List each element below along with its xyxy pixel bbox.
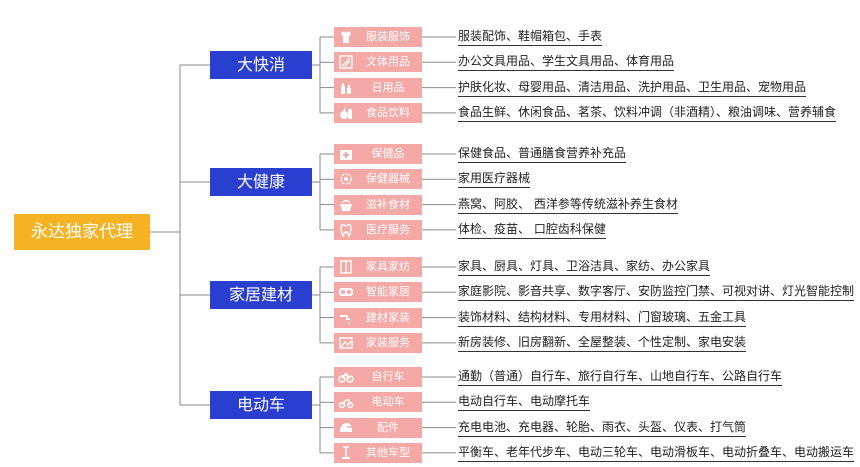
subcategory-node: 日用品 [334, 77, 422, 98]
apple-drink-icon [340, 107, 352, 119]
bottles-icon [341, 82, 351, 94]
subcategory-node: 自行车 [334, 367, 422, 387]
subcategory-description: 护肤化妆、母婴用品、清洁用品、洗护用品、卫生用品、宠物用品 [458, 79, 807, 97]
stationery-icon [339, 55, 353, 69]
vr-icon [339, 288, 353, 297]
subcategory-node: 其他车型 [334, 442, 422, 463]
subcategory-description: 燕窝、阿胶、 西洋参等传统滋补养生食材 [458, 196, 678, 214]
subcategory-node: 配件 [334, 417, 422, 438]
picture-icon [339, 337, 353, 349]
pot-icon [340, 199, 352, 211]
subcategory-label: 日用品 [371, 80, 405, 94]
subcategory-label: 配件 [377, 420, 399, 434]
subcategory-node: 食品饮料 [334, 102, 422, 123]
helmet-icon [340, 422, 352, 432]
tooth-icon [340, 223, 352, 238]
category-node: 大快消 [210, 51, 312, 79]
subcategory-description: 家用医疗器械 [458, 170, 531, 189]
scooter-icon [342, 446, 350, 459]
subcategory-description: 新房装修、旧房翻新、全屋整装、个性定制、家电安装 [458, 334, 747, 352]
subcategory-node: 建材家装 [334, 307, 422, 328]
ebike-icon [338, 399, 354, 409]
wardrobe-icon [340, 260, 352, 274]
subcategory-label: 建材家装 [366, 310, 410, 324]
subcategory-node: 医疗服务 [334, 219, 422, 240]
subcategory-description: 办公文具用品、学生文具用品、体育用品 [458, 53, 675, 72]
faucet-icon [340, 314, 350, 324]
subcategory-node: 服装服饰 [334, 27, 422, 47]
subcategory-node: 保健器械 [334, 169, 422, 190]
subcategory-label: 滋补食材 [366, 197, 410, 211]
subcategory-description: 体检、疫苗、 口腔齿科保健 [458, 221, 606, 239]
subcategory-node: 文体用品 [334, 52, 422, 73]
category-node: 家居建材 [210, 281, 312, 309]
subcategory-label: 智能家居 [366, 285, 410, 299]
subcategory-label: 自行车 [371, 370, 405, 383]
subcategory-label: 食品饮料 [366, 105, 410, 119]
subcategory-node: 保健品 [334, 144, 422, 164]
subcategory-description: 装饰材料、结构材料、专用材料、门窗玻璃、五金工具 [458, 309, 747, 327]
subcategory-description: 充电电池、充电器、轮胎、雨衣、头盔、仪表、打气筒 [458, 419, 747, 437]
subcategory-label: 电动车 [371, 395, 405, 409]
subcategory-label: 服装服饰 [366, 30, 410, 43]
shirt-icon [341, 31, 351, 43]
medkit-icon [340, 150, 352, 160]
category-node: 大健康 [210, 168, 312, 196]
subcategory-description: 家庭影院、影音共享、数字客厅、安防监控门禁、可视对讲、灯光智能控制 [458, 283, 855, 302]
subcategory-label: 文体用品 [366, 55, 410, 69]
subcategory-description: 家具、厨具、灯具、卫浴洁具、家纺、办公家具 [458, 258, 711, 276]
subcategory-description: 电动自行车、电动摩托车 [458, 393, 591, 412]
subcategory-description: 食品生鲜、休闲食品、茗茶、饮料冲调（非酒精）、粮油调味、营养辅食 [458, 104, 837, 122]
subcategory-node: 智能家居 [334, 282, 422, 303]
subcategory-node: 滋补食材 [334, 194, 422, 215]
subcategory-label: 其他车型 [366, 445, 410, 459]
bicycle-icon [338, 372, 354, 383]
root-node: 永达独家代理 [14, 214, 150, 250]
subcategory-label: 家装服务 [366, 335, 410, 349]
subcategory-description: 通勤（普通）自行车、旅行自行车、山地自行车、公路自行车 [458, 368, 783, 386]
gear-icon [340, 173, 352, 185]
subcategory-description: 平衡车、老年代步车、电动三轮车、电动滑板车、电动折叠车、电动搬运车 [458, 444, 855, 462]
subcategory-node: 电动车 [334, 392, 422, 413]
subcategory-node: 家具家纺 [334, 257, 422, 277]
subcategory-label: 保健器械 [366, 172, 410, 186]
subcategory-label: 保健品 [371, 147, 405, 160]
subcategory-node: 家装服务 [334, 332, 422, 353]
subcategory-label: 医疗服务 [366, 222, 410, 236]
subcategory-description: 保健食品、普通膳食营养补充品 [458, 145, 627, 163]
subcategory-label: 家具家纺 [366, 260, 410, 273]
subcategory-description: 服装配饰、鞋帽箱包、手表 [458, 28, 603, 46]
category-node: 电动车 [210, 391, 312, 419]
